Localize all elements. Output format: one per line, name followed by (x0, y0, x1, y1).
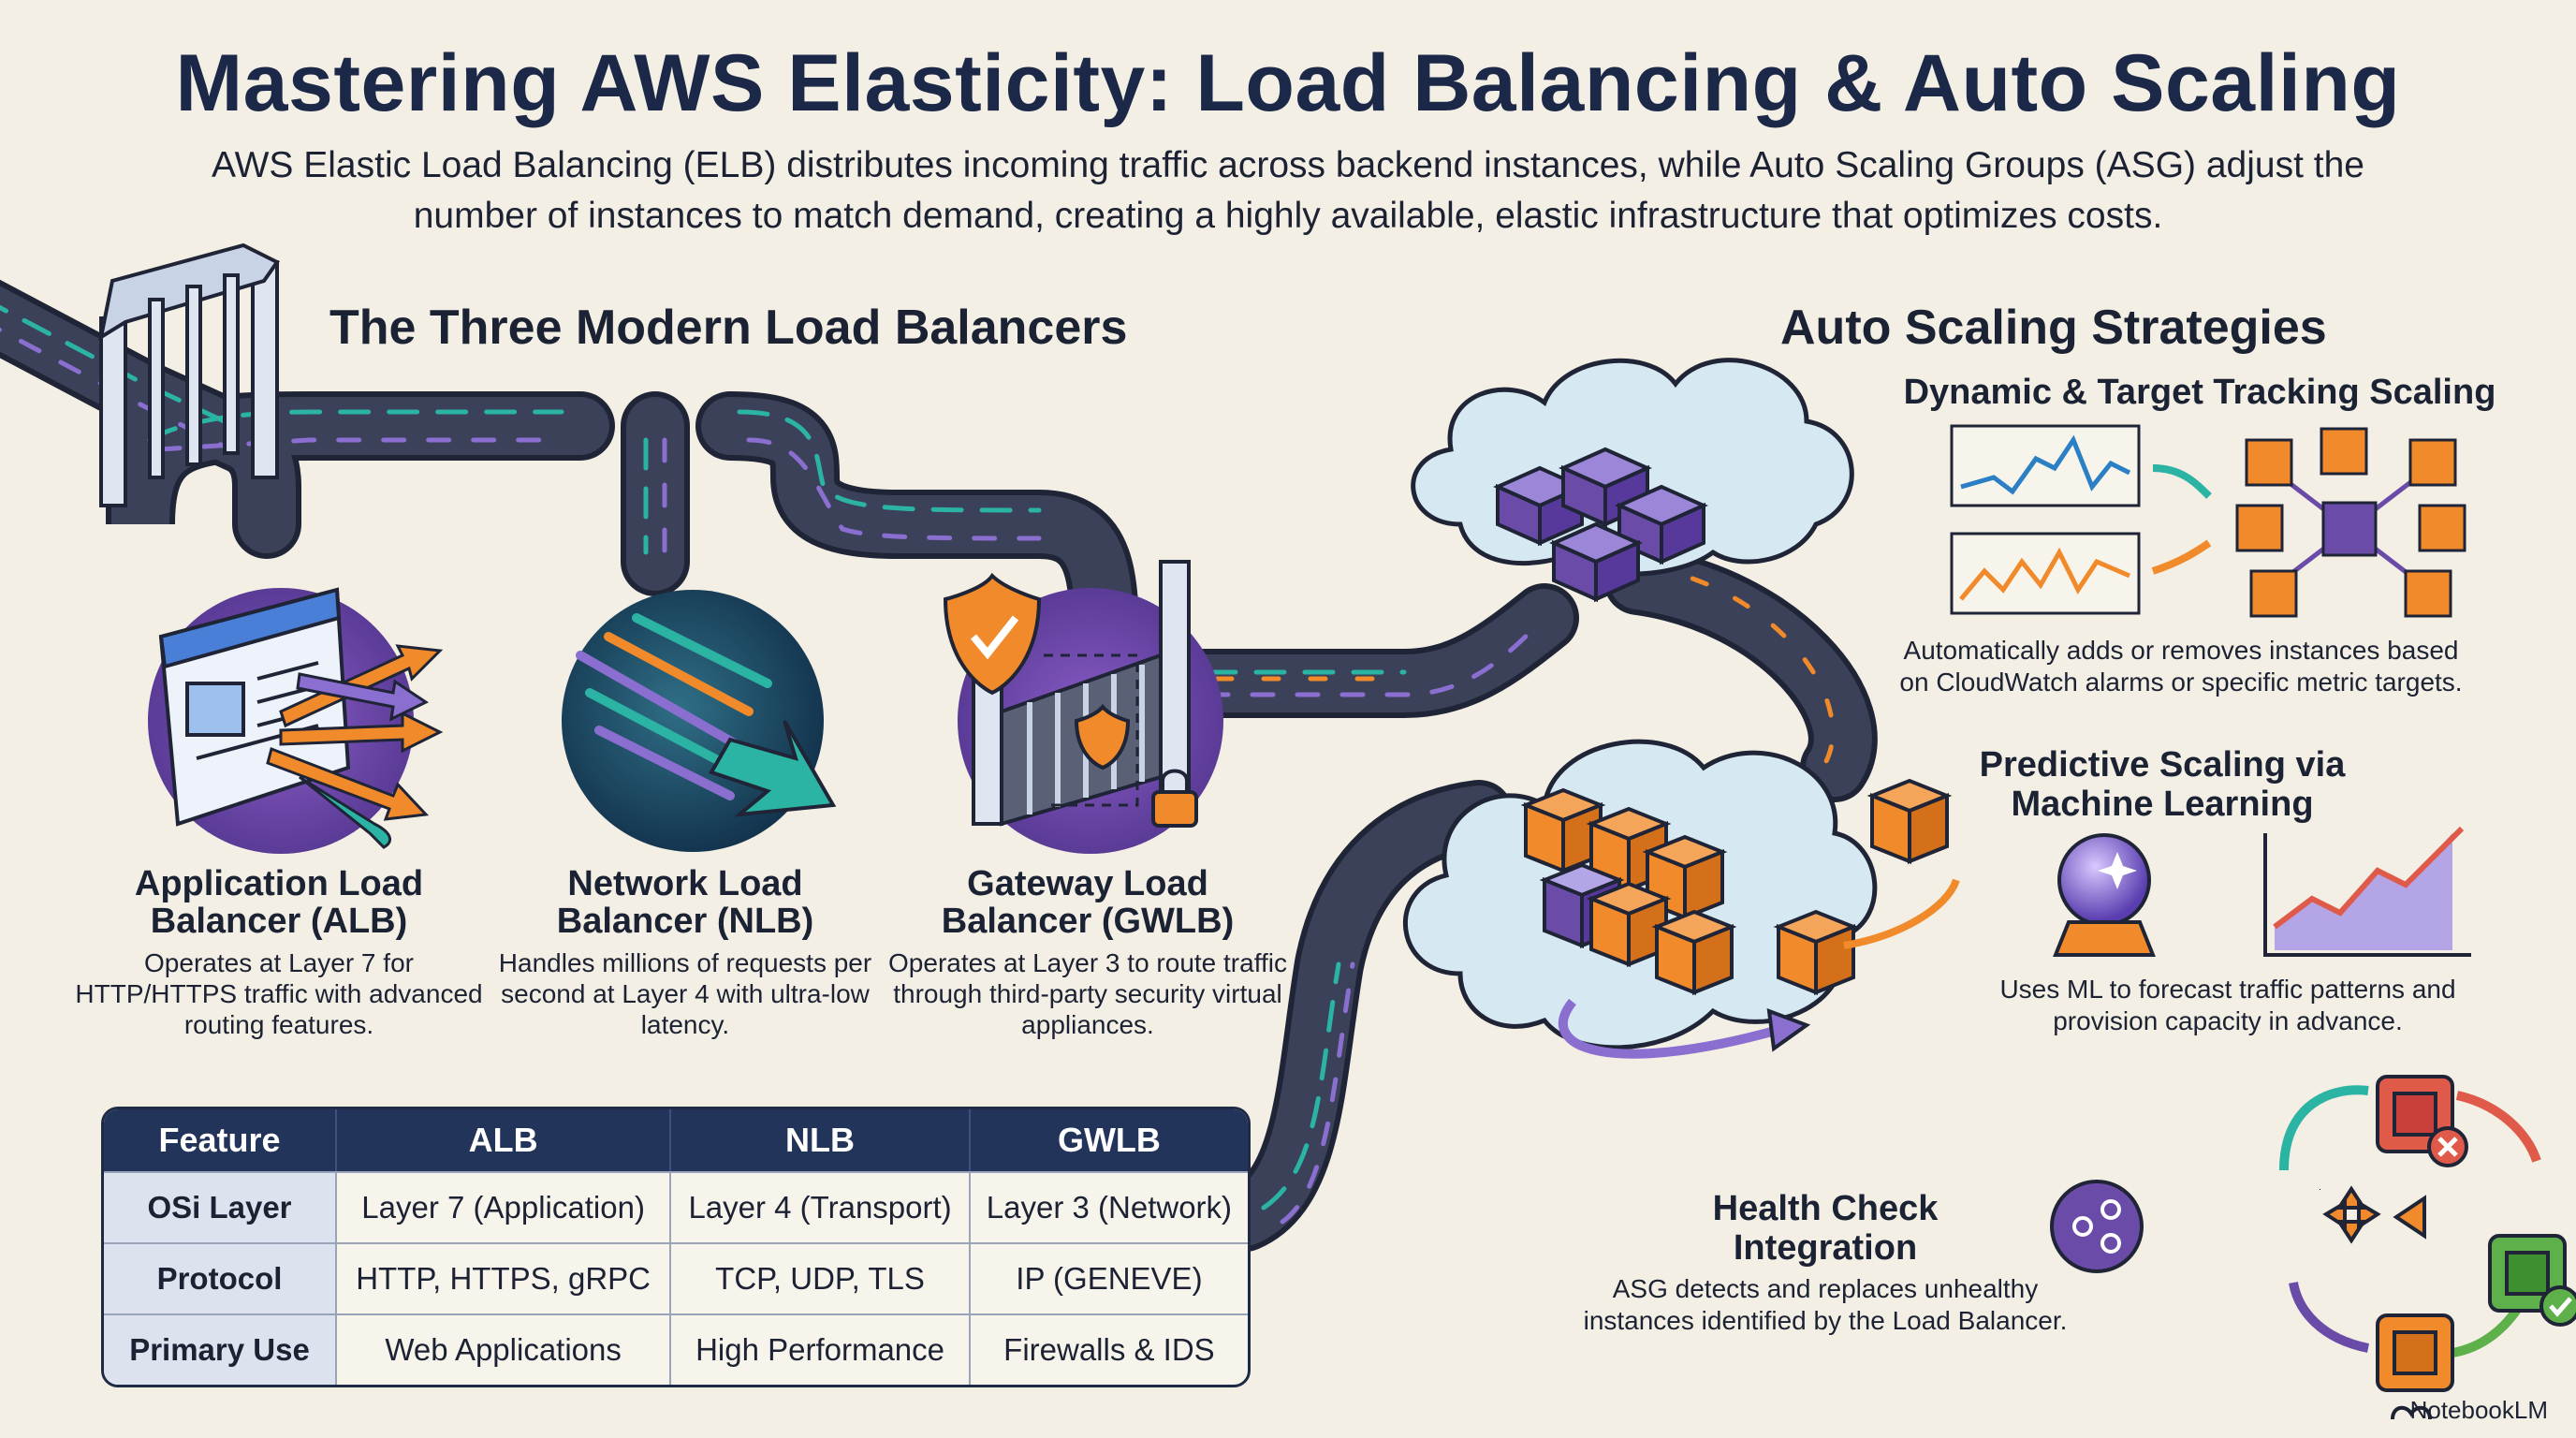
table-cell: TCP, UDP, TLS (671, 1242, 971, 1313)
nlb-illustration (562, 590, 837, 852)
alb-description: Operates at Layer 7 for HTTP/HTTPS traff… (75, 948, 483, 1039)
table-row-header: Protocol (104, 1242, 337, 1313)
table-cell: Web Applications (337, 1313, 672, 1385)
table-cell: Layer 4 (Transport) (671, 1171, 971, 1242)
nlb-title: Network Load Balancer (NLB) (556, 864, 814, 941)
table-header-row: Feature ALB NLB GWLB (104, 1109, 1248, 1171)
table-row: Protocol HTTP, HTTPS, gRPC TCP, UDP, TLS… (104, 1242, 1248, 1313)
nlb-description: Handles millions of requests per second … (498, 948, 872, 1039)
cloud-top-instances (1493, 447, 1708, 603)
traffic-roads (0, 279, 1878, 1252)
table-cell: Firewalls & IDS (970, 1313, 1248, 1385)
table-header: GWLB (970, 1109, 1248, 1171)
table-row-header: Primary Use (104, 1313, 337, 1385)
predictive-scaling-title: Predictive Scaling via Machine Learning (1979, 745, 2346, 824)
alb-title: Application Load Balancer (ALB) (134, 864, 424, 941)
gwlb-illustration (943, 560, 1223, 854)
dynamic-scaling-illustration (1950, 424, 2466, 618)
load-balancers-heading: The Three Modern Load Balancers (329, 301, 1128, 355)
table-cell: Layer 7 (Application) (337, 1171, 672, 1242)
page-title: Mastering AWS Elasticity: Load Balancing… (175, 38, 2401, 128)
cloud-bottom-instances (1520, 778, 1960, 1059)
page-subtitle: AWS Elastic Load Balancing (ELB) distrib… (212, 145, 2364, 236)
table-cell: High Performance (671, 1313, 971, 1385)
gwlb-title: Gateway Load Balancer (GWLB) (941, 864, 1235, 941)
table-header: NLB (671, 1109, 971, 1171)
table-row-header: OSi Layer (104, 1171, 337, 1242)
gwlb-description: Operates at Layer 3 to route traffic thr… (888, 948, 1287, 1039)
table-row: OSi Layer Layer 7 (Application) Layer 4 … (104, 1171, 1248, 1242)
notebooklm-logo-icon (2391, 1405, 2432, 1420)
entry-gate (98, 242, 280, 507)
table-header: ALB (337, 1109, 672, 1171)
auto-scaling-heading: Auto Scaling Strategies (1780, 301, 2327, 355)
health-check-illustration (2050, 1075, 2576, 1392)
table-cell: Layer 3 (Network) (970, 1171, 1248, 1242)
table-header: Feature (104, 1109, 337, 1171)
predictive-scaling-description: Uses ML to forecast traffic patterns and… (1999, 975, 2456, 1035)
table-row: Primary Use Web Applications High Perfor… (104, 1313, 1248, 1385)
health-check-title: Health Check Integration (1712, 1189, 1939, 1268)
load-balancer-comparison-table: Feature ALB NLB GWLB OSi Layer Layer 7 (… (101, 1107, 1251, 1387)
dynamic-scaling-title: Dynamic & Target Tracking Scaling (1903, 373, 2496, 412)
dynamic-scaling-description: Automatically adds or removes instances … (1899, 636, 2463, 697)
brand-label: NotebookLM (2409, 1396, 2548, 1424)
table-cell: HTTP, HTTPS, gRPC (337, 1242, 672, 1313)
alb-illustration (148, 587, 444, 854)
health-check-description: ASG detects and replaces unhealthy insta… (1583, 1274, 2068, 1335)
predictive-scaling-illustration (2053, 826, 2471, 957)
table-cell: IP (GENEVE) (970, 1242, 1248, 1313)
